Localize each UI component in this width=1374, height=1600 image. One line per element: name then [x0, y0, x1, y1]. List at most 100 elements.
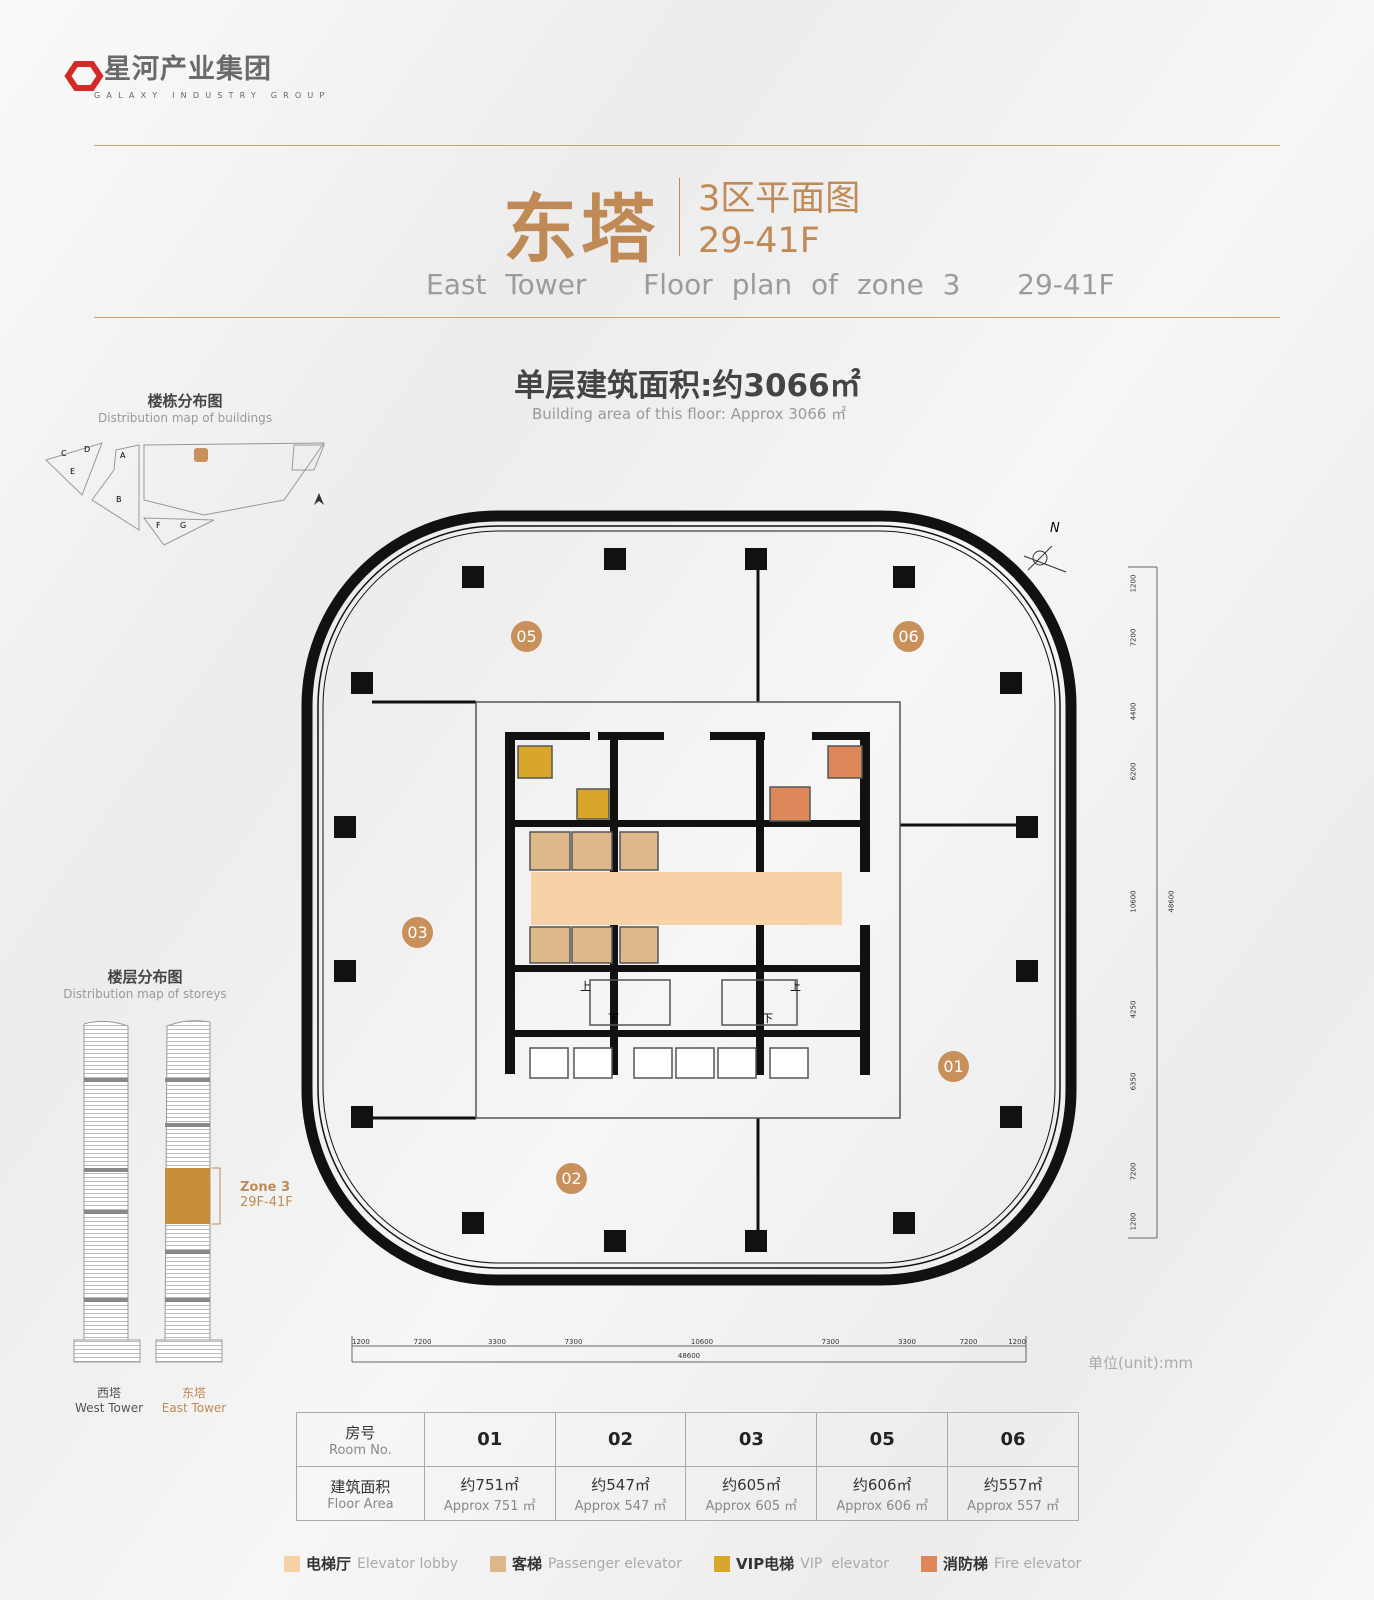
room-no-en: Room No.	[329, 1442, 392, 1458]
table-cell: 约606㎡ Approx 606 ㎡	[816, 1466, 949, 1521]
area-cn: 约751㎡	[460, 1475, 520, 1494]
storeys-map	[73, 1020, 223, 1363]
legend-en: Passenger elevator	[548, 1555, 682, 1572]
legend-swatch	[921, 1555, 938, 1572]
table-cell: 约605㎡ Approx 605 ㎡	[685, 1466, 818, 1521]
title-separator	[679, 178, 680, 256]
room-no: 03	[738, 1429, 764, 1450]
divider	[94, 317, 1280, 318]
buildings-map-title: 楼栋分布图 Distribution map of buildings	[80, 390, 290, 425]
legend-cn: 消防梯	[943, 1555, 989, 1573]
dim-total: 48600	[677, 1352, 701, 1360]
dim: 3300	[488, 1338, 506, 1346]
dim: 1200	[1129, 1212, 1138, 1231]
storeys-map-title-en: Distribution map of storeys	[63, 987, 227, 1001]
unit-label: 单位(unit):mm	[1088, 1354, 1194, 1372]
dim: 1200	[1129, 574, 1138, 593]
zone-label-name: Zone 3	[240, 1180, 291, 1195]
zone3-highlight	[165, 1168, 210, 1224]
area-cn: 约605㎡	[722, 1475, 781, 1494]
floor-area-cn: 建筑面积	[330, 1477, 391, 1496]
legend-swatch	[714, 1555, 730, 1572]
buildings-map-title-cn: 楼栋分布图	[147, 392, 223, 410]
legend-en: VIP elevator	[800, 1555, 890, 1572]
room-no: 01	[477, 1429, 503, 1450]
logo-icon	[60, 60, 104, 96]
storeys-map-title-cn: 楼层分布图	[107, 968, 183, 986]
dim: 6350	[1129, 1072, 1138, 1091]
floor-area-en: Floor Area	[327, 1496, 394, 1512]
area-cn: 约547㎡	[591, 1475, 650, 1494]
legend-swatch	[490, 1555, 507, 1572]
dim: 4400	[1129, 702, 1138, 721]
legend-swatch	[284, 1555, 300, 1572]
buildings-map-title-en: Distribution map of buildings	[98, 411, 272, 425]
zone-label-floors: 29F-41F	[240, 1195, 293, 1210]
title-en: East Tower Floor plan of zone 3 29-41F	[426, 268, 1115, 301]
area-en: Approx 751 ㎡	[443, 1498, 536, 1514]
room-badge-02: 02	[556, 1163, 587, 1194]
floor-area-cn: 单层建筑面积:约3066㎡	[514, 368, 861, 404]
bottom-dimensions: 1200 7200 3300 7300 10600 7300 3300 7200…	[352, 1338, 1026, 1346]
stair-down-label: 下	[608, 1012, 619, 1025]
east-tower-en: East Tower	[161, 1401, 227, 1415]
bldg-label-d: D	[84, 445, 90, 454]
dim: 7200	[1129, 628, 1138, 647]
table-cell: 06	[947, 1412, 1079, 1467]
bldg-label-b: B	[116, 495, 122, 504]
dim: 7300	[564, 1338, 583, 1346]
tower-title: 东塔	[503, 187, 659, 273]
dim: 7300	[821, 1338, 840, 1346]
area-cn: 约557㎡	[983, 1475, 1043, 1494]
stair-down-label: 下	[762, 1012, 773, 1025]
dim: 7200	[959, 1338, 978, 1346]
buildings-map: C D E A B F G	[45, 442, 325, 546]
legend-cn: 电梯厅	[306, 1555, 352, 1573]
area-en: Approx 557 ㎡	[967, 1498, 1059, 1514]
legend-en: Elevator lobby	[357, 1555, 459, 1572]
room-badge-06: 06	[893, 621, 924, 652]
room-no: 06	[1000, 1429, 1026, 1450]
bldg-label-a: A	[120, 451, 126, 460]
area-en: Approx 605 ㎡	[705, 1498, 798, 1514]
logo-text: 星河产业集团	[104, 54, 272, 85]
storeys-map-title: 楼层分布图 Distribution map of storeys	[60, 966, 230, 1001]
legend-item: 消防梯 Fire elevator	[921, 1553, 1081, 1574]
dim: 1200	[1008, 1338, 1026, 1346]
north-arrow-icon	[314, 493, 324, 505]
bldg-label-c: C	[61, 449, 67, 458]
dim-total: 48600	[1167, 890, 1176, 913]
logo-subtext: GALAXY INDUSTRY GROUP	[94, 91, 331, 100]
bldg-label-e: E	[70, 467, 75, 476]
compass-icon	[1023, 545, 1067, 573]
room-badge-03: 03	[402, 917, 433, 948]
zone-title-cn: 3区平面图	[698, 179, 861, 219]
table-cell: 03	[685, 1412, 818, 1467]
bldg-label-g: G	[180, 521, 186, 530]
room-badge-05: 05	[511, 621, 542, 652]
dim: 1200	[352, 1338, 370, 1346]
dim: 10600	[1129, 890, 1138, 913]
table-cell: 05	[816, 1412, 949, 1467]
west-tower-en: West Tower	[74, 1401, 144, 1415]
area-en: Approx 606 ㎡	[836, 1498, 929, 1514]
compass-north-label: N	[1050, 521, 1060, 536]
stair-up-label: 上	[580, 980, 591, 993]
dim: 7200	[413, 1338, 432, 1346]
zone-floors: 29-41F	[698, 221, 820, 261]
table-cell: 约751㎡ Approx 751 ㎡	[423, 1466, 556, 1521]
area-cn: 约606㎡	[852, 1475, 912, 1494]
east-tower-cn: 东塔	[181, 1386, 206, 1400]
legend-en: Fire elevator	[994, 1555, 1082, 1572]
west-tower-cn: 西塔	[96, 1386, 121, 1400]
